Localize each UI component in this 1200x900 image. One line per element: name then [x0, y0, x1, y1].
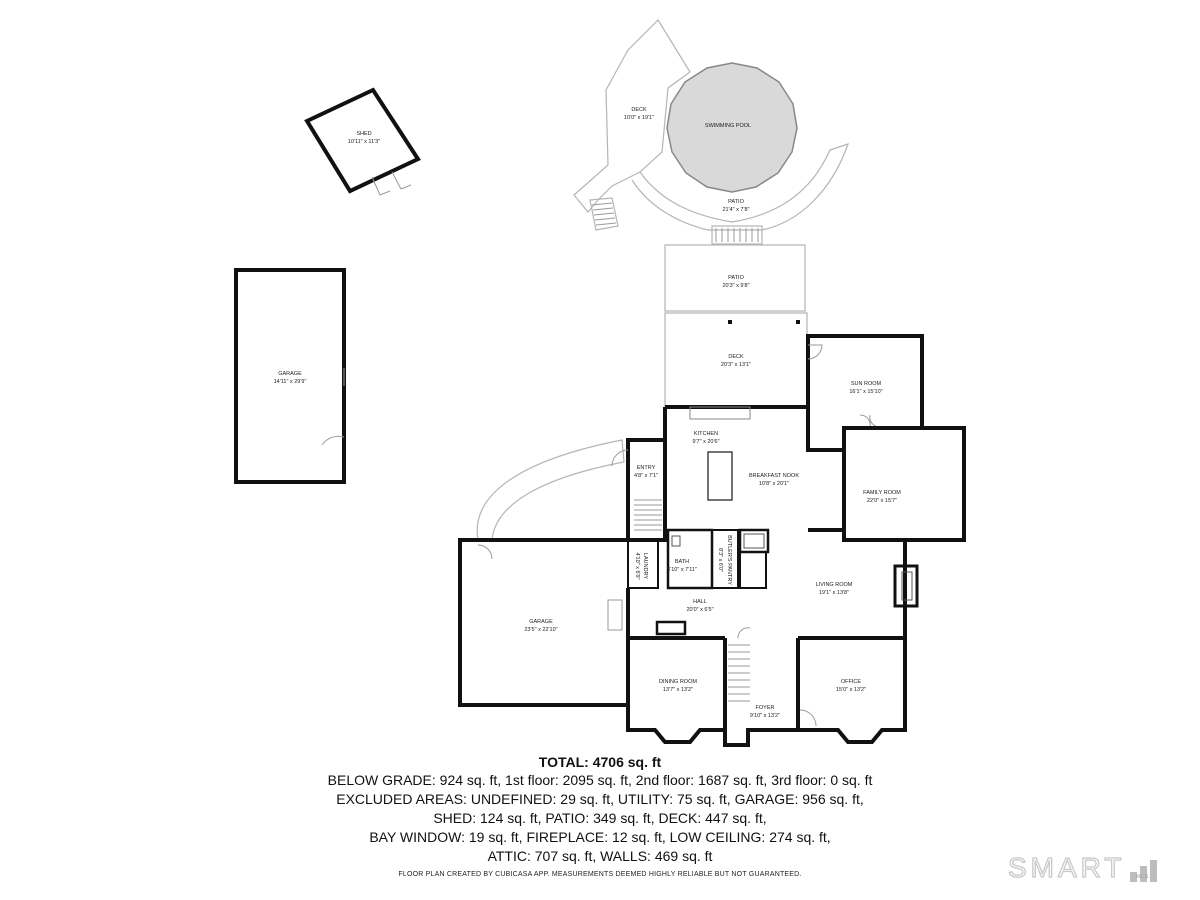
- hall-dims: 20'0" x 6'5": [686, 607, 713, 613]
- shed-label: SHED: [356, 131, 371, 137]
- attached-garage-label: GARAGE: [529, 619, 553, 625]
- floor-plan: SHED 10'11" x 11'3" DECK 10'0" x 19'1" S…: [234, 19, 966, 747]
- brand-bars-icon: [1130, 858, 1170, 882]
- detached-garage: GARAGE 14'11" x 29'9": [234, 268, 346, 484]
- breakfast-nook-dims: 10'8" x 20'1": [759, 481, 789, 487]
- detached-garage-label: GARAGE: [278, 371, 302, 377]
- living-room-dims: 19'1" x 13'8": [819, 590, 849, 596]
- bath-label: BATH: [675, 559, 689, 565]
- swimming-pool: [666, 62, 798, 193]
- hall-label: HALL: [693, 599, 707, 605]
- mid-patio-label: PATIO: [728, 275, 744, 281]
- shed-dims: 10'11" x 11'3": [348, 139, 380, 145]
- patio-deck: PATIO 20'3" x 9'8" DECK 20'3" x 13'1": [664, 244, 808, 408]
- detached-garage-dims: 14'11" x 29'9": [274, 379, 307, 385]
- mid-patio-dims: 20'3" x 9'8": [722, 283, 749, 289]
- mid-deck-dims: 20'3" x 13'1": [721, 362, 751, 368]
- pool-area: DECK 10'0" x 19'1" SWIMMING POOL PATIO 2…: [573, 19, 849, 245]
- dining-room-label: DINING ROOM: [659, 679, 697, 685]
- brand-name: SMART: [1007, 851, 1126, 883]
- kitchen-label: KITCHEN: [694, 431, 718, 437]
- upper-patio-label: PATIO: [728, 199, 744, 205]
- entry-dims: 4'8" x 7'1": [634, 473, 658, 479]
- butlers-pantry-dims: 8'3" x 6'0": [717, 548, 723, 572]
- summary-line: ATTIC: 707 sq. ft, WALLS: 469 sq. ft: [487, 848, 713, 864]
- shed: SHED 10'11" x 11'3": [304, 87, 421, 196]
- brand-sub: MLS: [1136, 874, 1150, 880]
- dining-room-dims: 13'7" x 13'2": [663, 687, 693, 693]
- office-label: OFFICE: [841, 679, 861, 685]
- total-area: TOTAL: 4706 sq. ft: [538, 754, 662, 770]
- family-room-label: FAMILY ROOM: [863, 490, 901, 496]
- foyer-label: FOYER: [756, 705, 775, 711]
- summary-line: EXCLUDED AREAS: UNDEFINED: 29 sq. ft, UT…: [336, 791, 864, 807]
- mid-deck-label: DECK: [728, 354, 744, 360]
- summary-line: BELOW GRADE: 924 sq. ft, 1st floor: 2095…: [327, 772, 873, 788]
- summary-line: BAY WINDOW: 19 sq. ft, FIREPLACE: 12 sq.…: [369, 829, 831, 845]
- upper-deck-dims: 10'0" x 19'1": [624, 115, 654, 121]
- foyer-dims: 9'10" x 13'2": [750, 713, 780, 719]
- office-dims: 15'0" x 13'2": [836, 687, 866, 693]
- breakfast-nook-label: BREAKFAST NOOK: [749, 473, 799, 479]
- area-summary: TOTAL: 4706 sq. ft BELOW GRADE: 924 sq. …: [0, 753, 1200, 866]
- upper-deck-label: DECK: [631, 107, 647, 113]
- summary-line: SHED: 124 sq. ft, PATIO: 349 sq. ft, DEC…: [433, 810, 767, 826]
- laundry-label: LAUNDRY: [642, 553, 648, 580]
- butlers-pantry-label: BUTLER'S PANTRY: [726, 535, 732, 585]
- main-house: SUN ROOM 16'1" x 15'10" FAMILY ROOM 22'0…: [458, 334, 966, 747]
- living-room-label: LIVING ROOM: [816, 582, 853, 588]
- bath-dims: 6'10" x 7'11": [667, 567, 697, 573]
- smart-mls-logo: SMART MLS: [1007, 851, 1170, 884]
- sun-room-label: SUN ROOM: [851, 381, 882, 387]
- sun-room-dims: 16'1" x 15'10": [849, 389, 882, 395]
- kitchen-dims: 9'7" x 20'6": [692, 439, 719, 445]
- pool-label: SWIMMING POOL: [705, 123, 751, 129]
- disclaimer: FLOOR PLAN CREATED BY CUBICASA APP. MEAS…: [398, 871, 802, 878]
- family-room-dims: 22'0" x 15'7": [867, 498, 897, 504]
- attached-garage-dims: 23'5" x 22'10": [524, 627, 557, 633]
- laundry-dims: 4'10" x 6'9": [634, 552, 640, 579]
- entry-label: ENTRY: [637, 465, 656, 471]
- upper-patio-dims: 21'4" x 7'8": [722, 207, 749, 213]
